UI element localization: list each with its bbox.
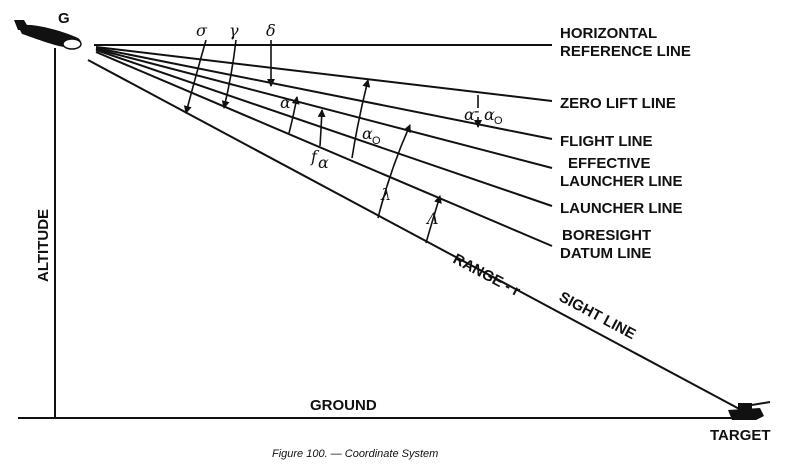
alpha0-symbol: α	[362, 124, 373, 143]
lambda-arrow	[377, 124, 411, 219]
boresight-datum-line	[95, 51, 553, 247]
boresight-label-1: BORESIGHT	[562, 227, 651, 244]
effective-launcher-line	[95, 48, 553, 169]
horizontal-label-2: REFERENCE LINE	[560, 43, 691, 60]
alpha-diff-minus: -	[474, 101, 479, 120]
alpha0-subscript: O	[372, 135, 381, 147]
target-tank-icon	[728, 401, 771, 420]
aircraft-icon	[14, 20, 82, 50]
f-alpha-symbol: α	[318, 153, 329, 172]
sigma-arrow	[183, 39, 207, 114]
f-alpha-arrow	[317, 109, 326, 147]
big-lambda-symbol: Λ	[425, 209, 439, 228]
ground-label: GROUND	[310, 397, 377, 414]
horizontal-label-1: HORIZONTAL	[560, 25, 657, 42]
sigma-symbol: σ	[196, 21, 208, 40]
alpha-diff-subscript: O	[494, 115, 503, 127]
altitude-label: ALTITUDE	[35, 209, 52, 282]
figure-caption: Figure 100. — Coordinate System	[272, 448, 438, 460]
range-label: RANGE - r	[450, 251, 523, 301]
delta-symbol: δ	[266, 21, 276, 40]
alpha-arrow	[288, 96, 300, 134]
effective-label-2: LAUNCHER LINE	[560, 173, 683, 190]
flight-line-label: FLIGHT LINE	[560, 133, 653, 150]
sight-line	[87, 59, 746, 413]
gamma-symbol: γ	[229, 21, 239, 40]
zero-lift-label: ZERO LIFT LINE	[560, 95, 676, 112]
lambda-symbol: λ	[380, 185, 391, 204]
alpha-diff-a2: α	[484, 105, 495, 124]
boresight-label-2: DATUM LINE	[560, 245, 651, 262]
launcher-line	[95, 49, 553, 207]
alpha0-arrow	[351, 79, 371, 159]
gamma-arrow	[221, 39, 237, 109]
f-symbol: f	[310, 147, 320, 166]
alpha-symbol: α	[280, 93, 291, 112]
launcher-line-label: LAUNCHER LINE	[560, 200, 683, 217]
zero-lift-line	[95, 46, 553, 102]
alpha-diff-a: α	[464, 105, 475, 124]
sight-line-label: SIGHT LINE	[556, 289, 638, 344]
big-lambda-arrow	[425, 195, 442, 244]
target-label: TARGET	[710, 427, 771, 444]
effective-label-1: EFFECTIVE	[568, 155, 651, 172]
point-g-label: G	[58, 10, 70, 27]
